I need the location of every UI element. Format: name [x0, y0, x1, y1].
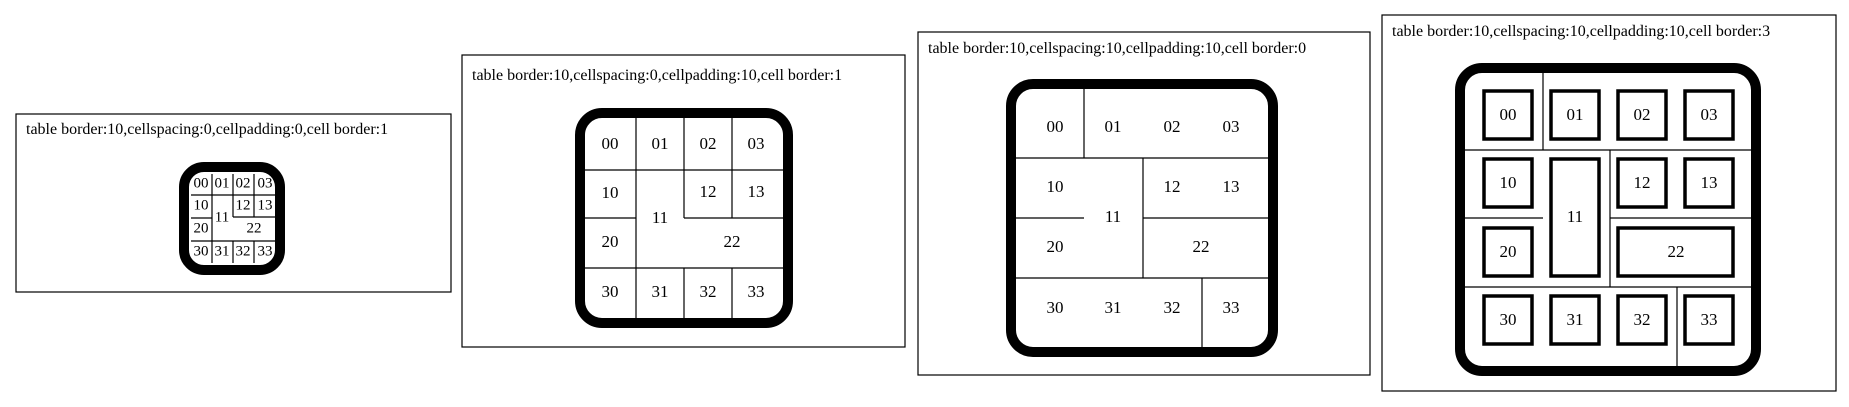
cell-12: 12 [236, 197, 251, 213]
cell-22: 22 [247, 220, 262, 236]
cell-grid [1016, 89, 1268, 347]
cell-01: 01 [652, 134, 669, 153]
cell-11: 11 [1105, 207, 1121, 226]
cell-box-11 [1549, 157, 1601, 278]
table-outer-border [575, 108, 793, 328]
cell-grid [585, 118, 783, 318]
cell-20: 20 [194, 220, 209, 236]
cell-33: 33 [748, 282, 765, 301]
cell-00: 00 [1500, 105, 1517, 124]
cell-grid [191, 174, 276, 263]
cell-boxes [1482, 89, 1735, 346]
cell-03: 03 [258, 175, 273, 191]
cell-00: 00 [602, 134, 619, 153]
cell-02: 02 [1164, 117, 1181, 136]
cell-10: 10 [194, 197, 209, 213]
cell-box-32 [1616, 294, 1668, 346]
cell-02: 02 [700, 134, 717, 153]
cell-01: 01 [1105, 117, 1122, 136]
table-outer-border [179, 162, 285, 275]
panel-label: table border:10,cellspacing:10,cellpaddi… [928, 40, 1306, 57]
cell-31: 31 [1105, 298, 1122, 317]
cell-32: 32 [236, 243, 251, 259]
cell-02: 02 [1634, 105, 1651, 124]
cell-32: 32 [700, 282, 717, 301]
panel-2: table border:10,cellspacing:0,cellpaddin… [461, 54, 906, 348]
cell-20: 20 [1500, 242, 1517, 261]
cell-31: 31 [215, 243, 230, 259]
cell-22: 22 [1193, 237, 1210, 256]
cell-32: 32 [1634, 310, 1651, 329]
cell-01: 01 [215, 175, 230, 191]
cell-13: 13 [258, 197, 273, 213]
panel-3: table border:10,cellspacing:10,cellpaddi… [917, 31, 1371, 376]
panel-frame [1381, 14, 1837, 392]
panel-4: table border:10,cellspacing:10,cellpaddi… [1381, 14, 1837, 392]
cell-13: 13 [748, 182, 765, 201]
cell-10: 10 [1500, 173, 1517, 192]
cell-box-03 [1683, 89, 1735, 141]
panel-frame [917, 31, 1371, 376]
cell-box-01 [1549, 89, 1601, 141]
cell-03: 03 [1701, 105, 1718, 124]
panel-frame [461, 54, 906, 348]
cell-30: 30 [602, 282, 619, 301]
cell-31: 31 [1567, 310, 1584, 329]
cell-separators [1465, 73, 1751, 366]
cell-00: 00 [194, 175, 209, 191]
cell-11: 11 [215, 209, 229, 225]
cell-03: 03 [1223, 117, 1240, 136]
cell-box-33 [1683, 294, 1735, 346]
panel-label: table border:10,cellspacing:0,cellpaddin… [26, 121, 388, 138]
cell-30: 30 [1500, 310, 1517, 329]
cell-box-13 [1683, 157, 1735, 209]
panel-frame [15, 113, 452, 293]
panel-label: table border:10,cellspacing:0,cellpaddin… [472, 67, 842, 84]
cell-33: 33 [1223, 298, 1240, 317]
cell-30: 30 [194, 243, 209, 259]
cell-box-12 [1616, 157, 1668, 209]
cell-box-02 [1616, 89, 1668, 141]
cell-box-00 [1482, 89, 1534, 141]
cell-33: 33 [1701, 310, 1718, 329]
cell-box-22 [1616, 226, 1735, 278]
panel-1: table border:10,cellspacing:0,cellpaddin… [15, 113, 452, 293]
cell-11: 11 [652, 208, 668, 227]
cell-22: 22 [1668, 242, 1685, 261]
cell-box-30 [1482, 294, 1534, 346]
cell-30: 30 [1047, 298, 1064, 317]
cell-box-10 [1482, 157, 1534, 209]
cell-11: 11 [1567, 207, 1583, 226]
table-outer-border [1006, 79, 1278, 357]
cell-box-31 [1549, 294, 1601, 346]
cell-32: 32 [1164, 298, 1181, 317]
cell-03: 03 [748, 134, 765, 153]
cell-12: 12 [1634, 173, 1651, 192]
panel-label: table border:10,cellspacing:10,cellpaddi… [1392, 23, 1770, 40]
cell-13: 13 [1223, 177, 1240, 196]
cell-33: 33 [258, 243, 273, 259]
cell-02: 02 [236, 175, 251, 191]
table-outer-border [1455, 63, 1761, 376]
cell-00: 00 [1047, 117, 1064, 136]
cell-10: 10 [1047, 177, 1064, 196]
cell-01: 01 [1567, 105, 1584, 124]
cell-box-20 [1482, 226, 1534, 278]
cell-12: 12 [700, 182, 717, 201]
cell-31: 31 [652, 282, 669, 301]
cell-20: 20 [1047, 237, 1064, 256]
cell-12: 12 [1164, 177, 1181, 196]
cell-13: 13 [1701, 173, 1718, 192]
cell-22: 22 [724, 232, 741, 251]
cell-20: 20 [602, 232, 619, 251]
cell-10: 10 [602, 183, 619, 202]
